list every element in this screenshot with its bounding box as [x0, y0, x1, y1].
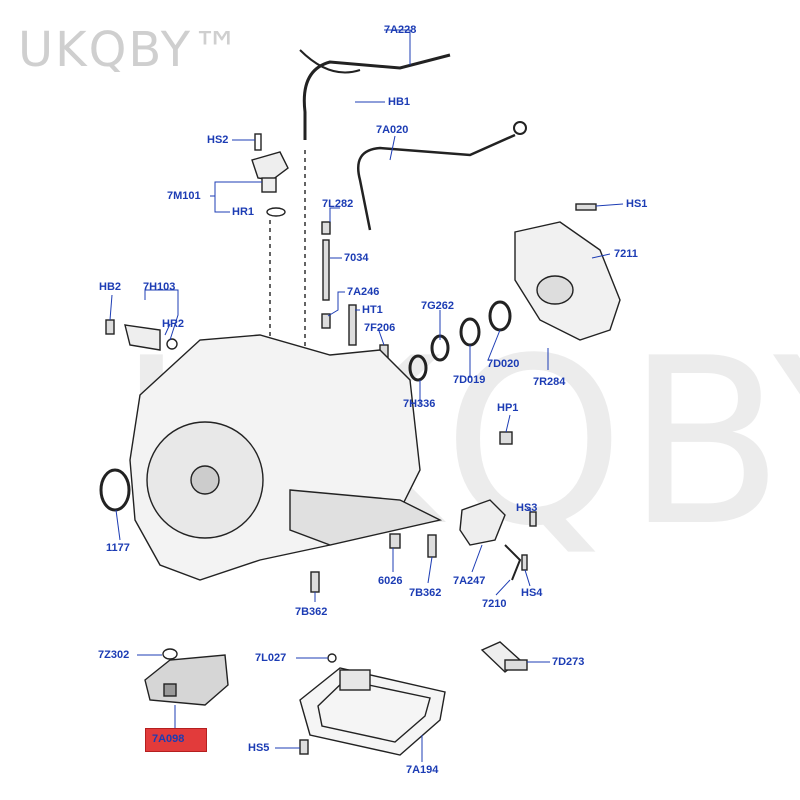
callout-7A247: 7A247 — [453, 575, 486, 587]
callout-7H103: 7H103 — [143, 281, 176, 293]
callout-7H336: 7H336 — [403, 398, 436, 410]
part-7A194-oil-pan — [299, 667, 446, 756]
callout-1177: 1177 — [106, 542, 130, 554]
seal-1177 — [99, 468, 131, 512]
callout-HB1: HB1 — [388, 96, 411, 108]
callout-7F206: 7F206 — [364, 322, 396, 334]
callout-7A020: 7A020 — [376, 124, 409, 136]
callout-7A228: 7A228 — [384, 24, 417, 36]
callout-7G262: 7G262 — [421, 300, 455, 312]
callout-HR2: HR2 — [162, 318, 185, 330]
callout-HB2: HB2 — [99, 281, 122, 293]
callout-7210: 7210 — [482, 598, 507, 610]
callout-7D273: 7D273 — [552, 656, 585, 668]
callout-7034: 7034 — [344, 252, 369, 264]
callout-HT1: HT1 — [362, 304, 383, 316]
callout-HP1: HP1 — [497, 402, 519, 414]
part-7A098-filter — [144, 654, 229, 706]
ring-7D019 — [459, 317, 481, 347]
part-7A020-dipstick — [357, 133, 516, 231]
part-7A228-tube — [302, 53, 451, 140]
watermark-top: UKQBY™ — [18, 22, 243, 78]
callout-7L282: 7L282 — [322, 198, 354, 210]
callout-HR1: HR1 — [232, 206, 255, 218]
callout-7L027: 7L027 — [255, 652, 287, 664]
callout-7R284: 7R284 — [533, 376, 566, 388]
callout-7D020: 7D020 — [487, 358, 520, 370]
part-7H103-bracket — [124, 324, 161, 351]
callout-HS2: HS2 — [207, 134, 229, 146]
callout-7M101: 7M101 — [167, 190, 201, 202]
callout-6026: 6026 — [378, 575, 403, 587]
callout-7Z302: 7Z302 — [98, 649, 130, 661]
callout-HS3: HS3 — [516, 502, 538, 514]
callout-7A194: 7A194 — [406, 764, 439, 776]
callout-HS4: HS4 — [521, 587, 543, 599]
callout-7211: 7211 — [614, 248, 638, 260]
seal-7H336 — [408, 354, 428, 382]
highlighted-part-box — [145, 728, 207, 752]
highlighted-part-label: 7A098 — [152, 733, 185, 745]
callout-7A246: 7A246 — [347, 286, 380, 298]
callout-HS1: HS1 — [626, 198, 648, 210]
callout-HS5: HS5 — [248, 742, 270, 754]
ring-7D020 — [488, 300, 512, 332]
callout-7D019: 7D019 — [453, 374, 486, 386]
part-7A247-sensor — [459, 499, 506, 546]
callout-7B362-right: 7B362 — [409, 587, 442, 599]
callout-7B362-left: 7B362 — [295, 606, 328, 618]
part-7M101-sensor — [251, 151, 289, 181]
